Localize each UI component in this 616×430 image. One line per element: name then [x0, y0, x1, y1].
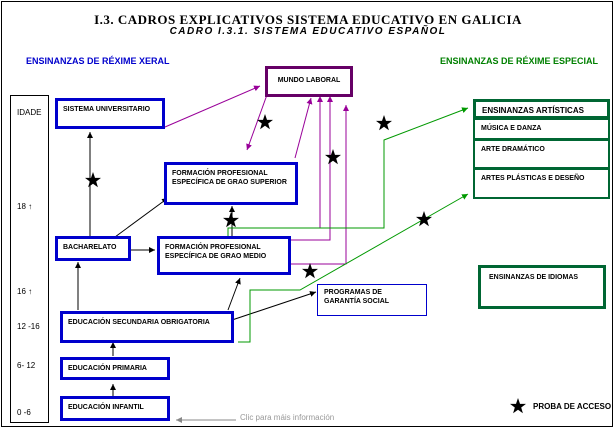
- arrow-eso-fp-medio: [227, 277, 241, 311]
- age-12-16: 12 -16: [17, 322, 40, 331]
- arrow-eso-garantia: [231, 291, 317, 321]
- star-marker: [376, 115, 392, 131]
- artisticas-header[interactable]: ENSINANZAS ARTÍSTICAS: [473, 99, 610, 119]
- page-subtitle: CADRO I.3.1. SISTEMA EDUCATIVO ESPAÑOL: [169, 26, 447, 37]
- arrow-to-artisticas: [227, 107, 469, 236]
- arrow-to-artes-plasticas: [238, 193, 469, 343]
- age-column: [10, 95, 49, 423]
- arrow-fp-superior-mundo: [294, 97, 313, 159]
- infantil-label: EDUCACIÓN INFANTIL: [68, 404, 144, 411]
- eso-box[interactable]: EDUCACIÓN SECUNDARIA OBRIGATORIA: [60, 311, 234, 343]
- mundo-laboral-box[interactable]: MUNDO LABORAL: [265, 66, 353, 97]
- age-18: 18 ↑: [17, 202, 33, 211]
- age-6-12: 6- 12: [17, 361, 36, 370]
- primaria-label: EDUCACIÓN PRIMARIA: [68, 365, 147, 372]
- star-marker: [302, 263, 318, 279]
- age-0-6: 0 -6: [17, 408, 31, 417]
- fp-medio-box[interactable]: FORMACIÓN PROFESIONAL ESPECÍFICA DE GRAO…: [157, 236, 291, 275]
- musica-danza-label: MÚSICA E DANZA: [481, 125, 542, 132]
- access-exam-stars: [85, 114, 526, 414]
- primaria-box[interactable]: EDUCACIÓN PRIMARIA: [60, 357, 170, 380]
- artes-plasticas-label: ARTES PLÁSTICAS E DESEÑO: [481, 175, 585, 182]
- sistema-universitario-box[interactable]: SISTEMA UNIVERSITARIO: [55, 98, 165, 129]
- star-marker: [223, 212, 239, 228]
- header-regime-xeral: ENSINANZAS DE RÉXIME XERAL: [26, 56, 170, 66]
- age-16: 16 ↑: [17, 287, 33, 296]
- star-marker: [85, 172, 101, 188]
- programas-garantia-box[interactable]: PROGRAMAS DE GARANTÍA SOCIAL: [317, 284, 427, 316]
- idiomas-box[interactable]: ENSINANZAS DE IDIOMAS: [478, 265, 606, 309]
- more-info-link[interactable]: Clic para máis información: [240, 413, 335, 422]
- bacharelato-label: BACHARELATO: [63, 244, 117, 251]
- bacharelato-box[interactable]: BACHARELATO: [55, 236, 131, 261]
- fp-medio-label: FORMACIÓN PROFESIONAL ESPECÍFICA DE GRAO…: [165, 244, 267, 260]
- arrow-mundo-fp-superior: [246, 91, 269, 151]
- header-regime-especial: ENSINANZAS DE RÉXIME ESPECIAL: [440, 56, 599, 66]
- page-title: I.3. CADROS EXPLICATIVOS SISTEMA EDUCATI…: [94, 12, 522, 27]
- mundo-laboral-label: MUNDO LABORAL: [277, 77, 341, 84]
- artisticas-label: ENSINANZAS ARTÍSTICAS: [482, 106, 584, 115]
- musica-danza-cell[interactable]: MÚSICA E DANZA: [473, 118, 610, 140]
- arrow-universitario-mundo: [164, 85, 261, 128]
- star-marker: [257, 114, 273, 130]
- eso-label: EDUCACIÓN SECUNDARIA OBRIGATORIA: [68, 319, 210, 326]
- infantil-box[interactable]: EDUCACIÓN INFANTIL: [60, 396, 170, 421]
- age-heading: IDADE: [17, 108, 42, 117]
- legend-star-icon: [510, 398, 526, 414]
- legend-label: PROBA DE ACCESO: [533, 402, 612, 411]
- fp-superior-box[interactable]: FORMACIÓN PROFESIONAL ESPECÍFICA DE GRAO…: [164, 162, 298, 205]
- arrow-bacharelato-fp-superior: [114, 197, 169, 238]
- star-marker: [416, 211, 432, 227]
- star-marker: [325, 149, 341, 165]
- fp-superior-label: FORMACIÓN PROFESIONAL ESPECÍFICA DE GRAO…: [172, 170, 287, 186]
- sistema-universitario-label: SISTEMA UNIVERSITARIO: [63, 106, 151, 113]
- arrow-fp-medio-mundo-2: [291, 96, 333, 241]
- arte-dramatico-cell[interactable]: ARTE DRAMÁTICO: [473, 139, 610, 169]
- artes-plasticas-cell[interactable]: ARTES PLÁSTICAS E DESEÑO: [473, 168, 610, 199]
- arte-dramatico-label: ARTE DRAMÁTICO: [481, 146, 545, 153]
- idiomas-label: ENSINANZAS DE IDIOMAS: [489, 274, 579, 281]
- programas-garantia-label: PROGRAMAS DE GARANTÍA SOCIAL: [324, 289, 390, 305]
